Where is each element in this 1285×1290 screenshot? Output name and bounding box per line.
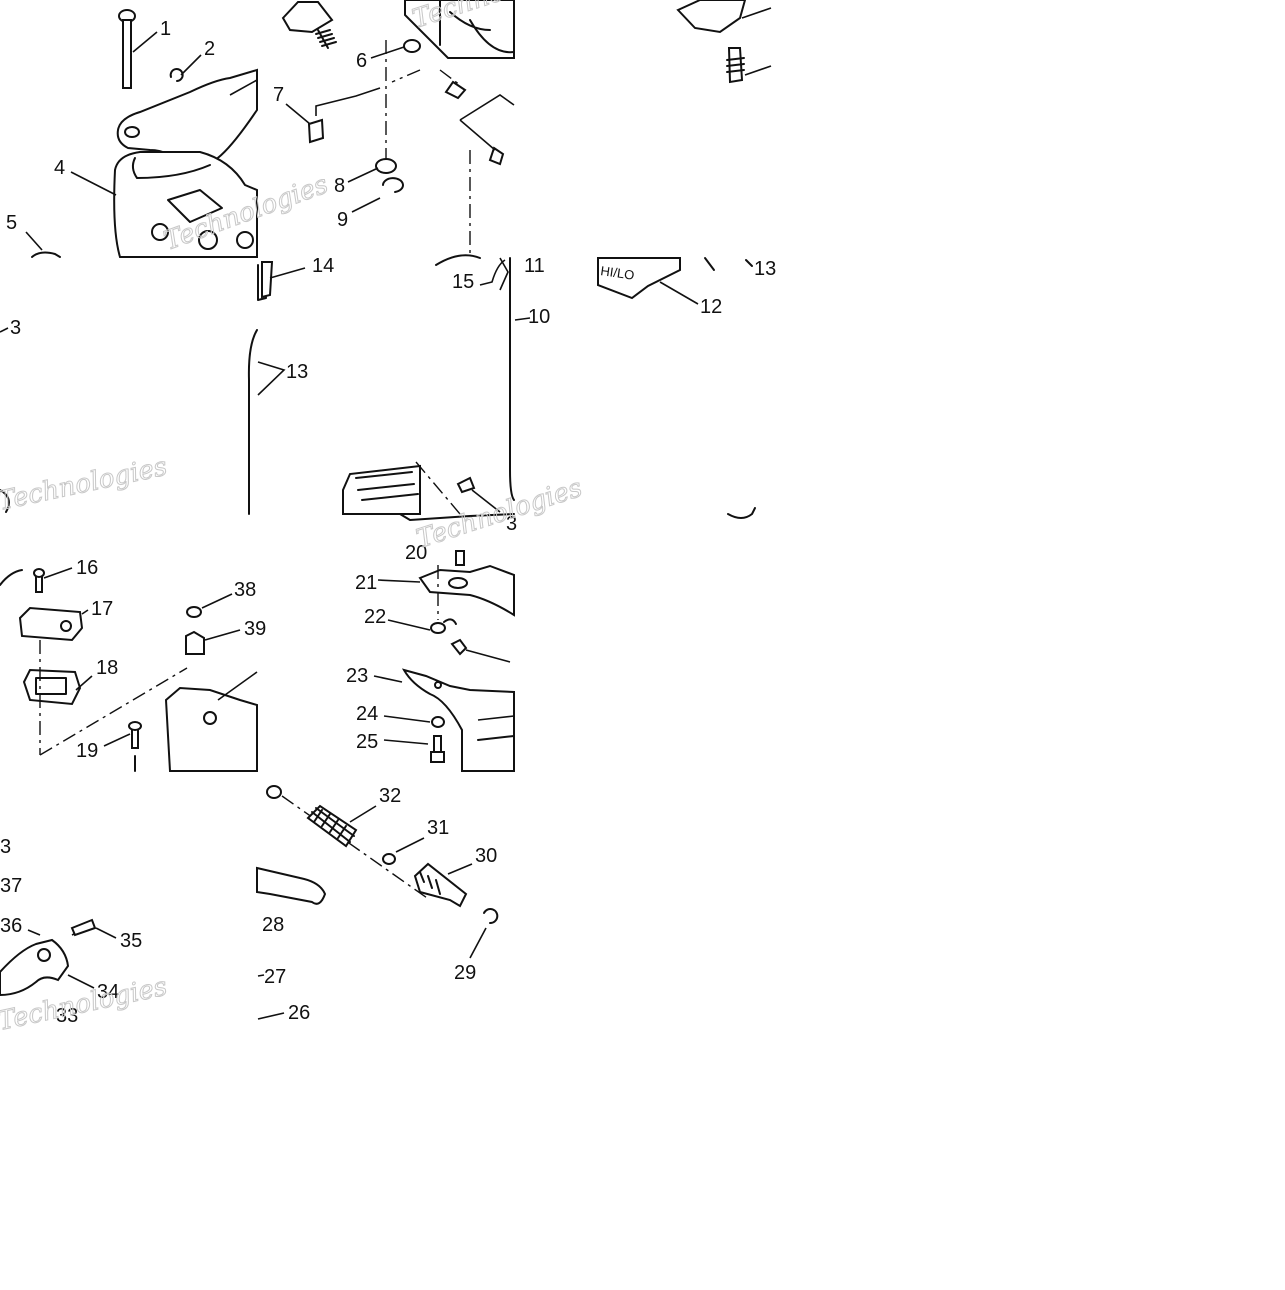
callout-label: 16	[76, 557, 98, 579]
callout-label: 9	[337, 209, 348, 231]
callout-label: 17	[91, 598, 113, 620]
callout-label: 33	[56, 1005, 78, 1027]
callout-label: 29	[454, 962, 476, 984]
watermark-text: Technologies	[413, 473, 586, 555]
callout-label: 35	[120, 930, 142, 952]
callout-label: 38	[234, 579, 256, 601]
callout-label: 6	[356, 50, 367, 72]
hi-lo-switch-label: HI/LO	[600, 263, 636, 283]
callout-labels: 1 2 3 4 5 6 7 8 9 10 11 12 13 13 14 15 1…	[0, 18, 776, 1027]
callout-label: 11	[524, 255, 545, 277]
tile-switch-housing	[247, 257, 531, 515]
tile-left-mid	[0, 327, 10, 513]
tile-master-cylinder	[0, 567, 258, 772]
callout-label: 3	[10, 317, 21, 339]
clamp-part	[0, 938, 70, 997]
callout-label: 31	[427, 817, 449, 839]
watermark-text: Technologies	[0, 452, 170, 517]
callout-label: 7	[273, 84, 284, 106]
tile-spring-assembly	[256, 785, 499, 1020]
tile-switch-label	[597, 257, 756, 519]
callout-label: 8	[334, 175, 345, 197]
callout-label: 13	[754, 258, 776, 280]
callout-label: 36	[0, 915, 22, 937]
callout-label: 13	[286, 361, 308, 383]
piston-part	[413, 862, 468, 908]
tile-cover-plate	[676, 0, 772, 84]
callout-label: 5	[6, 212, 17, 234]
callout-label: 34	[97, 981, 119, 1003]
callout-label: 19	[76, 740, 98, 762]
callout-label: 24	[356, 703, 378, 725]
callout-label: 14	[312, 255, 334, 277]
callout-label: 32	[379, 785, 401, 807]
hi-lo-switch-part	[597, 257, 681, 300]
callout-label: 10	[528, 306, 550, 328]
callout-label: 4	[54, 157, 65, 179]
callout-label: 3	[506, 513, 517, 535]
cylinder-body-part	[164, 686, 258, 772]
tile-lever-assembly	[25, 9, 258, 258]
callout-label: 23	[346, 665, 368, 687]
callout-label: 22	[364, 606, 386, 628]
knob-part	[281, 1, 334, 34]
bracket-part	[404, 0, 515, 59]
callout-label: 37	[0, 875, 22, 897]
callout-label: 27	[264, 966, 286, 988]
callout-label: 25	[356, 731, 378, 753]
callout-label: 18	[96, 657, 118, 679]
callout-label: 12	[700, 296, 722, 318]
callout-label: 15	[452, 271, 474, 293]
callout-label: 1	[160, 18, 171, 40]
callout-label: 3	[0, 836, 11, 858]
callout-label: 20	[405, 542, 427, 564]
tile-bracket-assembly	[281, 0, 515, 291]
callout-label: 39	[244, 618, 266, 640]
bolt-part	[118, 9, 136, 89]
lever-blade-part	[418, 564, 515, 617]
callout-label: 21	[355, 572, 377, 594]
tile-lever-pivot	[373, 513, 515, 772]
mount-bracket-part	[401, 668, 515, 772]
callout-label: 30	[475, 845, 497, 867]
diaphragm-part	[22, 668, 82, 706]
tile-clamp	[0, 918, 117, 997]
callout-label: 26	[288, 1002, 310, 1024]
cover-plate-part	[676, 0, 747, 34]
callout-label: 2	[204, 38, 215, 60]
hand-lever-part	[256, 866, 327, 905]
callout-label: 28	[262, 914, 284, 936]
reservoir-cap-part	[18, 606, 84, 642]
e-clip-part	[169, 68, 184, 82]
